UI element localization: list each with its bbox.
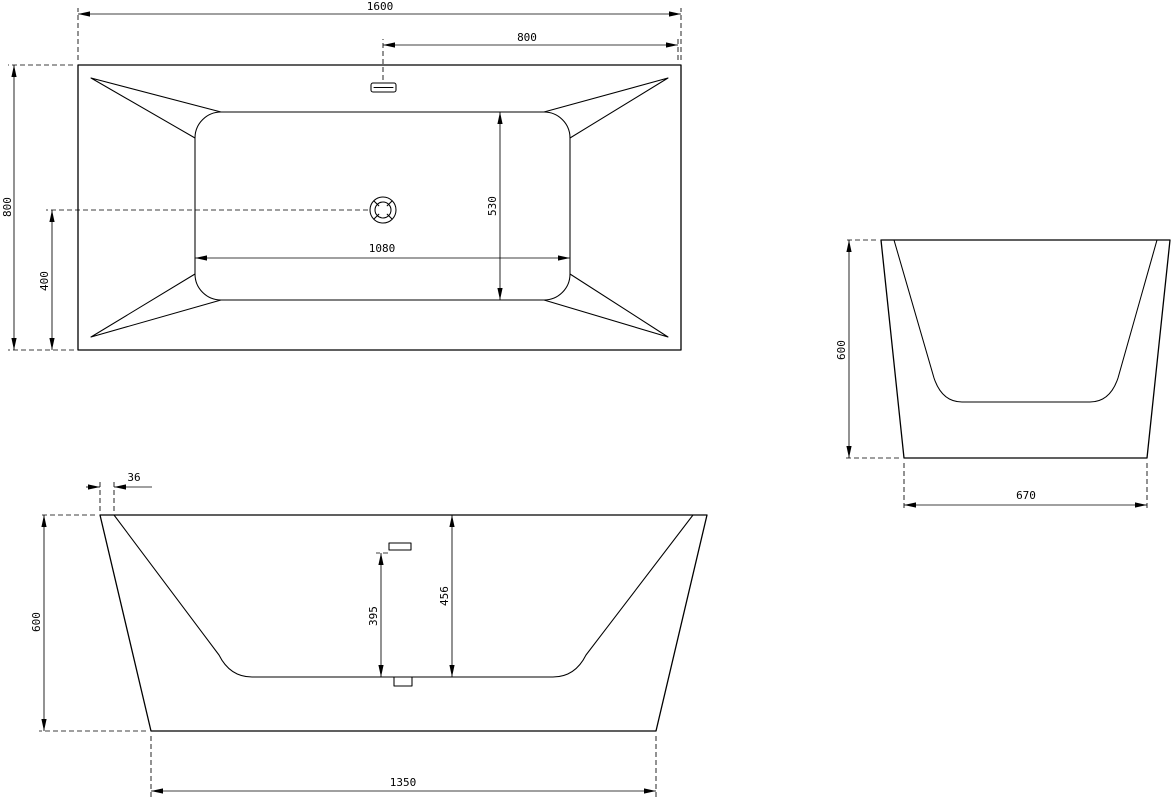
top-view: 1600 800 800 400 1080 530: [1, 0, 682, 351]
front-view: 36 600 395 456 1350: [30, 471, 708, 797]
front-drain-notch: [393, 676, 413, 687]
dim-drain-to-side: 400: [38, 271, 51, 291]
tub-outer-rim: [77, 64, 682, 351]
front-overflow-fitting: [388, 542, 412, 551]
dim-side-base-width: 670: [1016, 489, 1036, 502]
dim-overall-length: 1600: [367, 0, 394, 13]
drain-tick-marks: [373, 200, 393, 220]
side-outer-profile: [880, 239, 1171, 459]
dim-base-length: 1350: [390, 776, 417, 789]
side-view: 600 670: [835, 239, 1171, 511]
front-outer-profile: [99, 514, 708, 732]
overflow-fitting-top: [370, 82, 397, 93]
dim-rim-lip: 36: [127, 471, 140, 484]
top-view-extension-lines: [8, 8, 682, 351]
dim-basin-depth: 456: [438, 586, 451, 606]
tub-basin-bottom: [194, 111, 571, 301]
dim-overall-width: 800: [1, 197, 14, 217]
drain-inner-circle: [374, 201, 392, 219]
drain-symbol: [369, 196, 397, 224]
dim-basin-length: 1080: [369, 242, 396, 255]
dim-basin-width: 530: [486, 196, 499, 216]
dim-front-height: 600: [30, 612, 43, 632]
corner-slope-lines: [90, 77, 669, 338]
dim-center-to-end: 800: [517, 31, 537, 44]
front-view-extension-lines: [39, 480, 657, 797]
side-inner-profile: [893, 239, 1158, 403]
side-view-extension-lines: [844, 239, 1148, 511]
dim-side-height: 600: [835, 340, 848, 360]
dim-overflow-depth: 395: [367, 606, 380, 626]
drain-outer-circle: [369, 196, 397, 224]
overflow-slot: [370, 82, 397, 93]
front-inner-profile: [113, 514, 694, 678]
